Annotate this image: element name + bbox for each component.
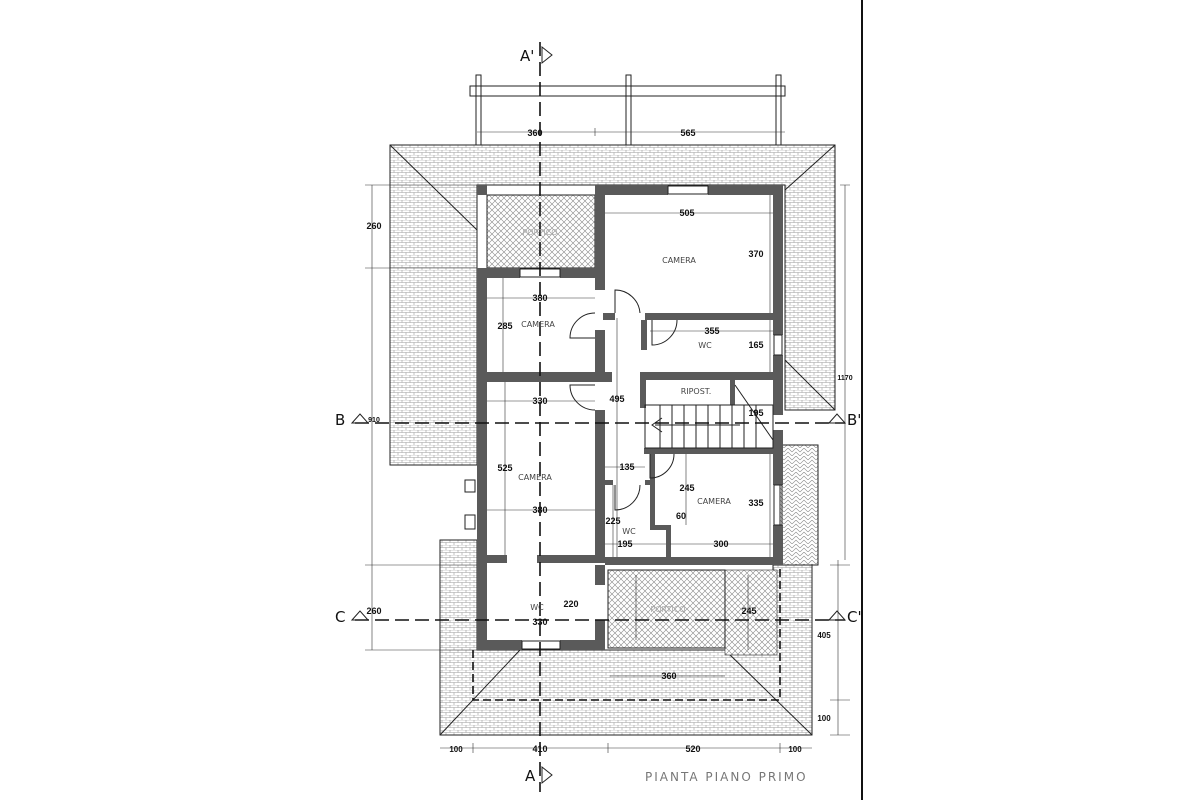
dimension-label: 260 — [366, 606, 381, 616]
dimension-label: 100 — [449, 745, 463, 754]
walls — [477, 185, 783, 650]
room-label: PORTICO — [650, 605, 685, 614]
dimension-label: 525 — [497, 463, 512, 473]
dimension-label: 370 — [748, 249, 763, 259]
room-label: CAMERA — [521, 320, 555, 329]
room-label: CAMERA — [662, 256, 696, 265]
room-label: PORTICO — [522, 228, 557, 237]
dimension-label: 165 — [748, 340, 763, 350]
dimension-label: 505 — [679, 208, 694, 218]
dimension-label: 135 — [619, 462, 634, 472]
dimension-label: 245 — [679, 483, 694, 493]
pergola — [469, 74, 786, 146]
dimension-label: 360 — [527, 128, 542, 138]
section-axes — [350, 42, 847, 792]
dimension-label: 335 — [748, 498, 763, 508]
dimension-label: 220 — [563, 599, 578, 609]
dimension-label: 60 — [676, 511, 686, 521]
dimension-label: 410 — [532, 744, 547, 754]
dimension-label: 360 — [661, 671, 676, 681]
section-label-a-bottom: A — [525, 767, 536, 785]
dimension-label: 520 — [685, 744, 700, 754]
dimension-label: 380 — [532, 505, 547, 515]
section-label-c-right: C' — [847, 608, 862, 626]
dimension-label: 100 — [788, 745, 802, 754]
room-label: WC — [698, 341, 712, 350]
drawing-title: PIANTA PIANO PRIMO — [645, 770, 808, 784]
section-label-c-left: C — [335, 608, 345, 626]
room-label: CAMERA — [697, 497, 731, 506]
stairs — [644, 384, 774, 449]
dimension-label: 195 — [748, 408, 763, 418]
section-label-b-left: B — [335, 411, 345, 429]
portico-bottom — [607, 569, 726, 649]
dimension-label: 100 — [817, 714, 831, 723]
dimension-label: 495 — [609, 394, 624, 404]
dimension-label: 285 — [497, 321, 512, 331]
dimension-label: 260 — [366, 221, 381, 231]
balcony — [779, 444, 819, 566]
room-label: RIPOST. — [681, 387, 712, 396]
dimension-label: 1170 — [837, 375, 852, 382]
portico-top — [486, 194, 596, 269]
room-label: WC — [622, 527, 636, 536]
dimension-label: 330 — [532, 617, 547, 627]
dimension-label: 225 — [605, 516, 620, 526]
room-label: WC — [530, 603, 544, 612]
dimension-label: 910 — [368, 417, 380, 424]
dimension-label: 405 — [817, 631, 831, 640]
section-label-b-right: B' — [847, 411, 861, 429]
dimension-label: 565 — [680, 128, 695, 138]
dimension-label: 355 — [704, 326, 719, 336]
dimension-label: 245 — [741, 606, 756, 616]
section-label-a-top: A' — [520, 47, 534, 65]
dimension-label: 300 — [713, 539, 728, 549]
room-label: CAMERA — [518, 473, 552, 482]
dimension-lines — [365, 128, 850, 753]
dimension-label: 380 — [532, 293, 547, 303]
dimension-labels: 360 565 260 505 370 380 285 355 165 330 … — [366, 128, 852, 754]
dimension-label: 330 — [532, 396, 547, 406]
dimension-label: 195 — [617, 539, 632, 549]
